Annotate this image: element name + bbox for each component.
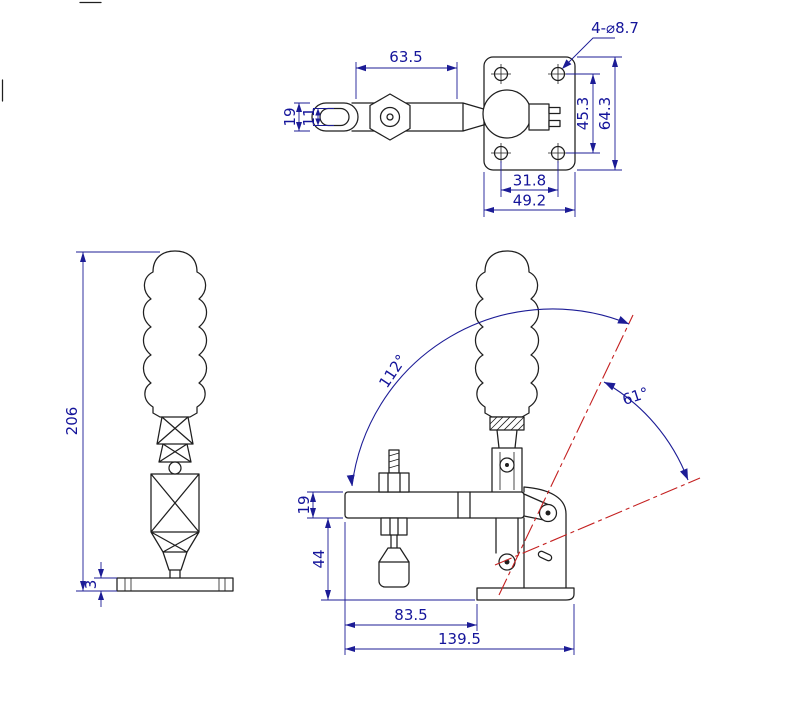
bracket-slot	[537, 550, 553, 562]
front-view-geometry	[116, 250, 234, 592]
bar-travel-centerline	[494, 477, 701, 566]
dim-arm-width-label: 19	[281, 107, 299, 126]
angle-bar-open-label: 61°	[620, 384, 651, 409]
dim-hole-pitch-vertical: 45.3	[566, 73, 600, 154]
dim-overall-height-label: 206	[63, 407, 81, 436]
centerlines	[494, 314, 701, 596]
dim-handle-length: 63.5	[355, 48, 458, 99]
top-view: 63.5 19 11 4-⌀8.7 45.3	[281, 19, 639, 217]
open-position-centerline	[498, 314, 634, 596]
dim-plate-height-label: 64.3	[596, 97, 614, 130]
clamping-bar	[344, 491, 525, 519]
frame-marks	[1, 1, 102, 102]
dim-bar-reach: 83.5	[344, 522, 478, 655]
dim-base-thickness-label: 3	[82, 580, 100, 590]
dim-plate-width: 49.2	[483, 172, 576, 217]
top-view-geometry	[311, 56, 576, 171]
toggle-linkage	[150, 416, 200, 579]
dim-overall-length: 139.5	[345, 604, 575, 655]
dim-overall-height: 206	[63, 251, 160, 592]
dim-base-to-bar: 44	[310, 518, 475, 601]
hole-callout-label: 4-⌀8.7	[591, 19, 639, 37]
front-view: 206 3	[63, 250, 234, 607]
dim-plate-width-label: 49.2	[513, 192, 546, 210]
dim-arm-width: 19	[281, 102, 310, 132]
handle-grip-side	[474, 250, 540, 418]
dim-base-to-bar-label: 44	[310, 549, 328, 568]
spindle-foot	[378, 547, 410, 588]
dim-hole-pitch-horizontal: 31.8	[500, 161, 559, 197]
dim-hole-pitch-vertical-label: 45.3	[574, 97, 592, 130]
angle-bar-open: 61°	[603, 381, 689, 481]
dim-handle-length-label: 63.5	[389, 48, 422, 66]
side-view: 112° 61° 19 44 83.5	[295, 250, 701, 655]
dim-bar-thickness-label: 19	[295, 495, 313, 514]
pivot-pin	[168, 461, 182, 475]
dim-bar-thickness: 19	[295, 491, 343, 519]
dim-overall-length-label: 139.5	[438, 630, 481, 648]
dim-bar-reach-label: 83.5	[394, 606, 427, 624]
angle-opening-label: 112°	[375, 351, 410, 391]
dim-base-thickness: 3	[82, 562, 117, 607]
dim-hole-pitch-horizontal-label: 31.8	[513, 172, 546, 190]
post-circle	[482, 89, 532, 139]
base-plate	[116, 577, 234, 592]
dim-slot-width-label: 11	[300, 107, 318, 126]
hex-nut	[369, 93, 411, 141]
dim-plate-height: 64.3	[577, 56, 622, 171]
base-flange	[476, 587, 575, 601]
dim-slot-width: 11	[300, 107, 334, 127]
handle-grip	[142, 250, 208, 418]
side-view-geometry	[344, 250, 575, 601]
hole-callout: 4-⌀8.7	[562, 19, 639, 69]
